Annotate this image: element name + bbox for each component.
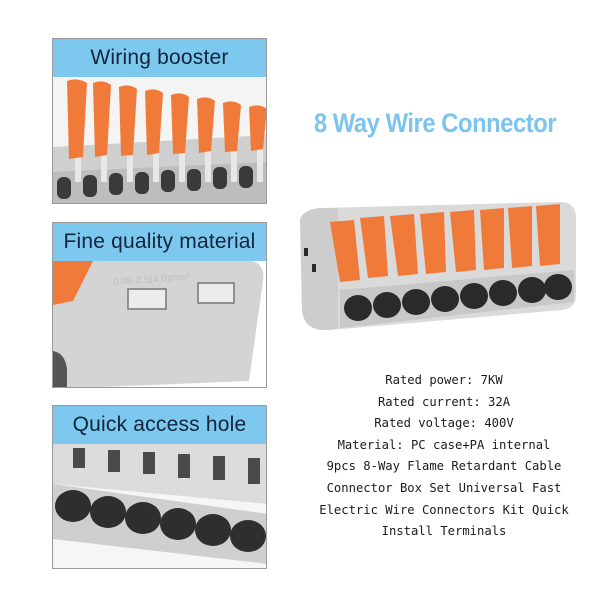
gray-case-side-closeup-image: 0.08-2.5(4.0)mm² — [53, 261, 266, 387]
spec-material: Material: PC case+PA internal — [337, 437, 551, 452]
panel-header: Wiring booster — [53, 39, 266, 77]
product-title: 8 Way Wire Connector — [313, 108, 557, 138]
wire-connector-product-image — [290, 190, 582, 335]
product-description-line: Install Terminals — [381, 524, 507, 539]
feature-panel-wiring-booster: Wiring booster — [52, 38, 267, 204]
case-marking: 0.08-2.5(4.0)mm² — [112, 272, 190, 288]
panel-header: Fine quality material — [53, 223, 266, 261]
feature-panel-quick-access-hole: Quick access hole — [52, 405, 267, 569]
feature-panel-fine-quality-material: Fine quality material 0.08-2.5(4.0)mm² — [52, 222, 267, 388]
spec-rated-power: Rated power: 7KW — [385, 373, 503, 387]
product-specifications: Rated power: 7KW Rated current: 32A Rate… — [298, 370, 590, 543]
spec-rated-current: Rated current: 32A — [377, 394, 511, 409]
orange-levers-closeup-image — [53, 77, 266, 203]
product-description-line: 9pcs 8-Way Flame Retardant Cable — [326, 459, 562, 474]
product-description-line: Connector Box Set Universal Fast — [326, 480, 562, 495]
panel-header: Quick access hole — [53, 406, 266, 444]
product-description-line: Electric Wire Connectors Kit Quick — [319, 502, 569, 517]
spec-rated-voltage: Rated voltage: 400V — [374, 416, 514, 431]
wire-holes-closeup-image — [53, 444, 266, 568]
